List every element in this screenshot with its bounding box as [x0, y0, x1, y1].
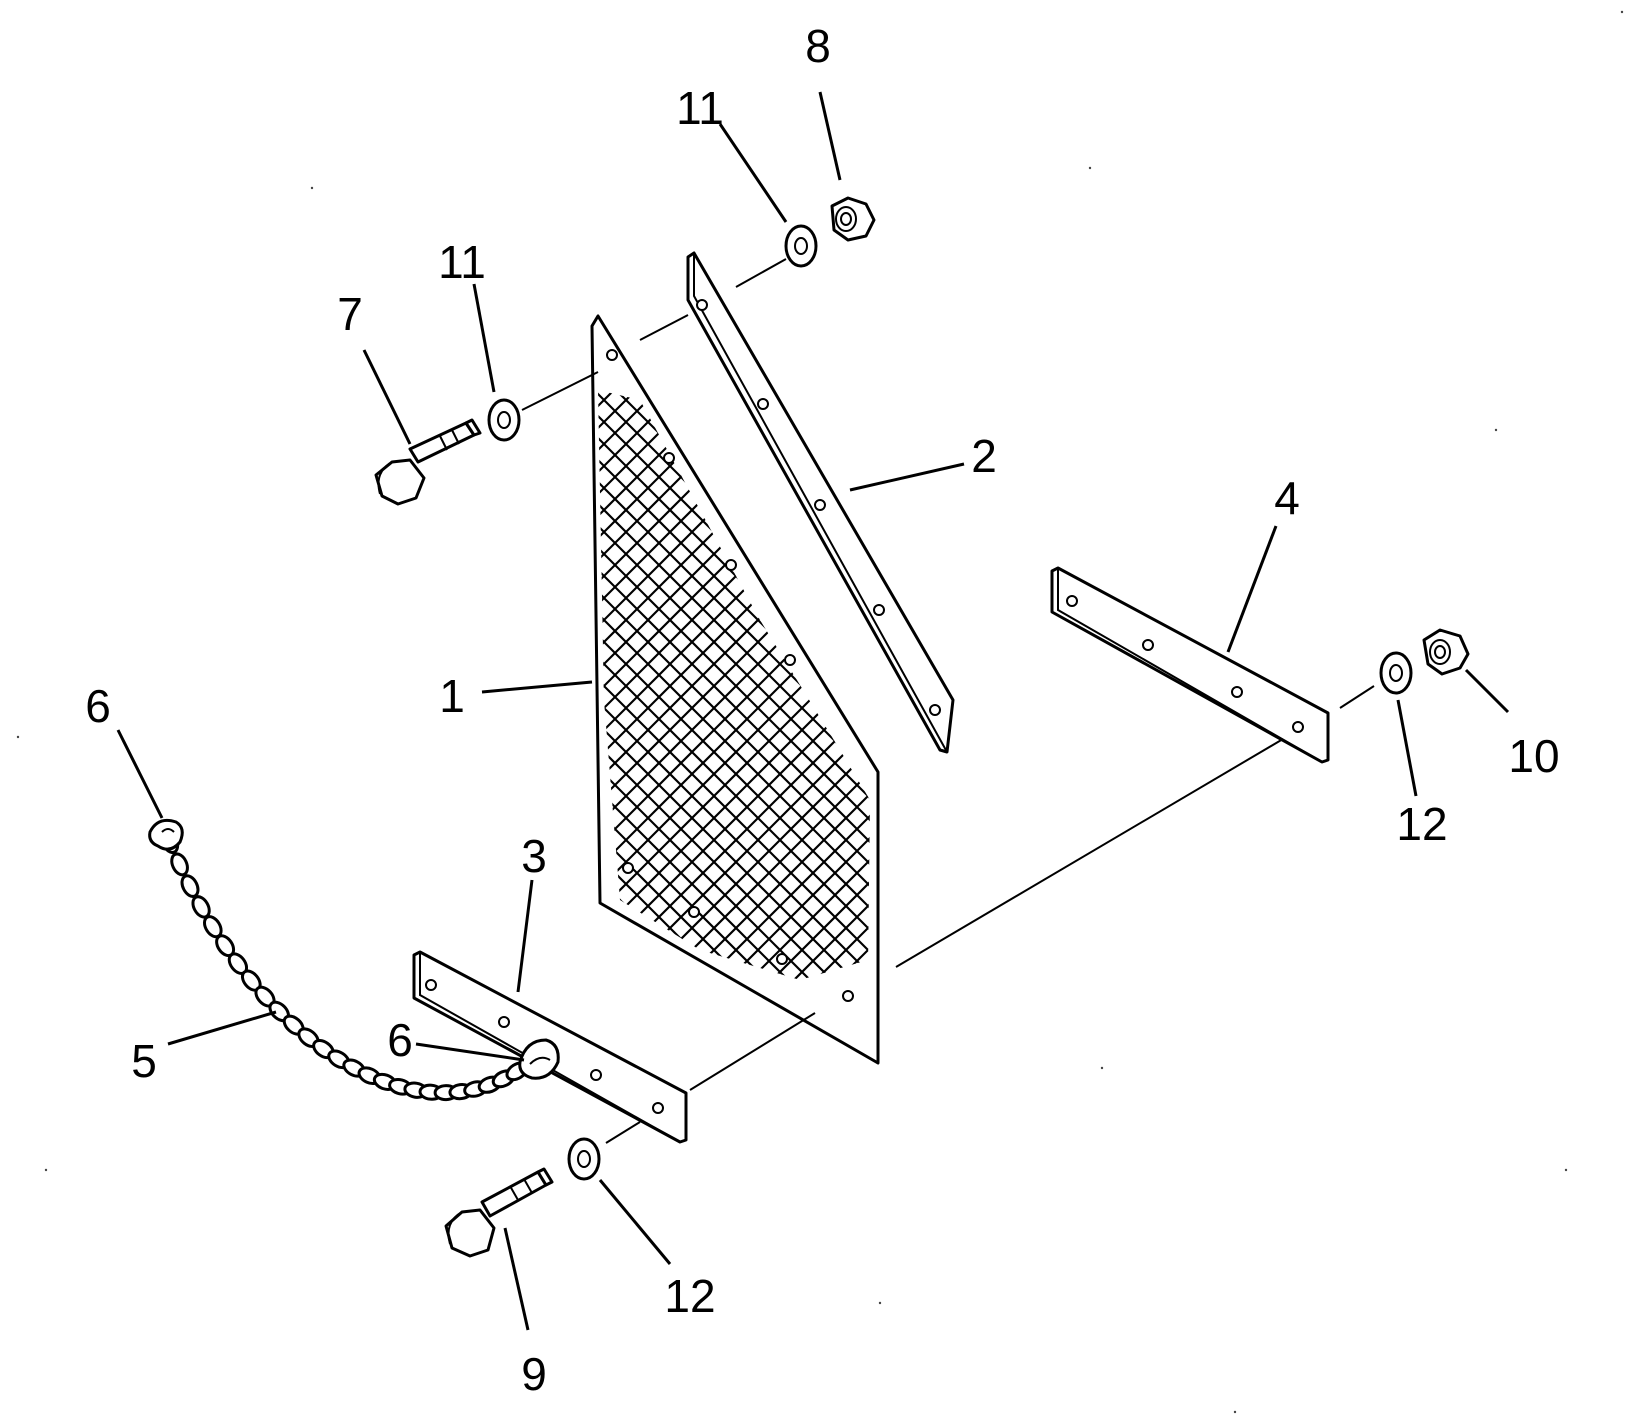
washer-part-12-bottom [567, 1137, 601, 1181]
chain-clip-part-6-top [148, 818, 184, 851]
strip-part-2 [686, 251, 955, 754]
callout-11-right: 11 [676, 82, 724, 134]
bolt-part-9 [444, 1167, 554, 1258]
strip-part-4 [1050, 566, 1330, 764]
callout-6-top: 6 [85, 680, 111, 732]
bolt-part-7 [374, 418, 482, 506]
callout-8: 8 [805, 20, 831, 72]
chain-clip-part-6-bottom [518, 1038, 560, 1080]
callout-1: 1 [439, 670, 465, 722]
scan-specks [16, 10, 1624, 1414]
callout-10: 10 [1508, 730, 1559, 782]
callout-2: 2 [971, 430, 997, 482]
nut-part-8 [830, 196, 876, 242]
callout-11-left: 11 [438, 236, 486, 288]
assembly-lines [521, 258, 1375, 1144]
chain-link [180, 874, 200, 898]
callout-7: 7 [337, 288, 363, 340]
leader-lines [116, 91, 1510, 1331]
callout-4: 4 [1274, 472, 1300, 524]
callout-3: 3 [521, 830, 547, 882]
washer-part-11-left [487, 398, 521, 442]
washer-part-11-right [784, 224, 818, 268]
callout-5: 5 [131, 1035, 157, 1087]
callout-6-bottom: 6 [387, 1014, 413, 1066]
callout-12-right: 12 [1396, 798, 1447, 850]
callout-9: 9 [521, 1348, 547, 1400]
callout-12-bottom: 12 [664, 1270, 715, 1322]
chain-part-5 [160, 829, 542, 1102]
panel-bolt-holes [606, 349, 854, 1002]
nut-part-10 [1422, 628, 1470, 676]
washer-part-12-right [1379, 651, 1413, 695]
chain-link [170, 852, 189, 877]
callout-labels: 1 2 3 4 5 6 6 7 8 9 10 11 11 12 12 [85, 20, 1559, 1400]
